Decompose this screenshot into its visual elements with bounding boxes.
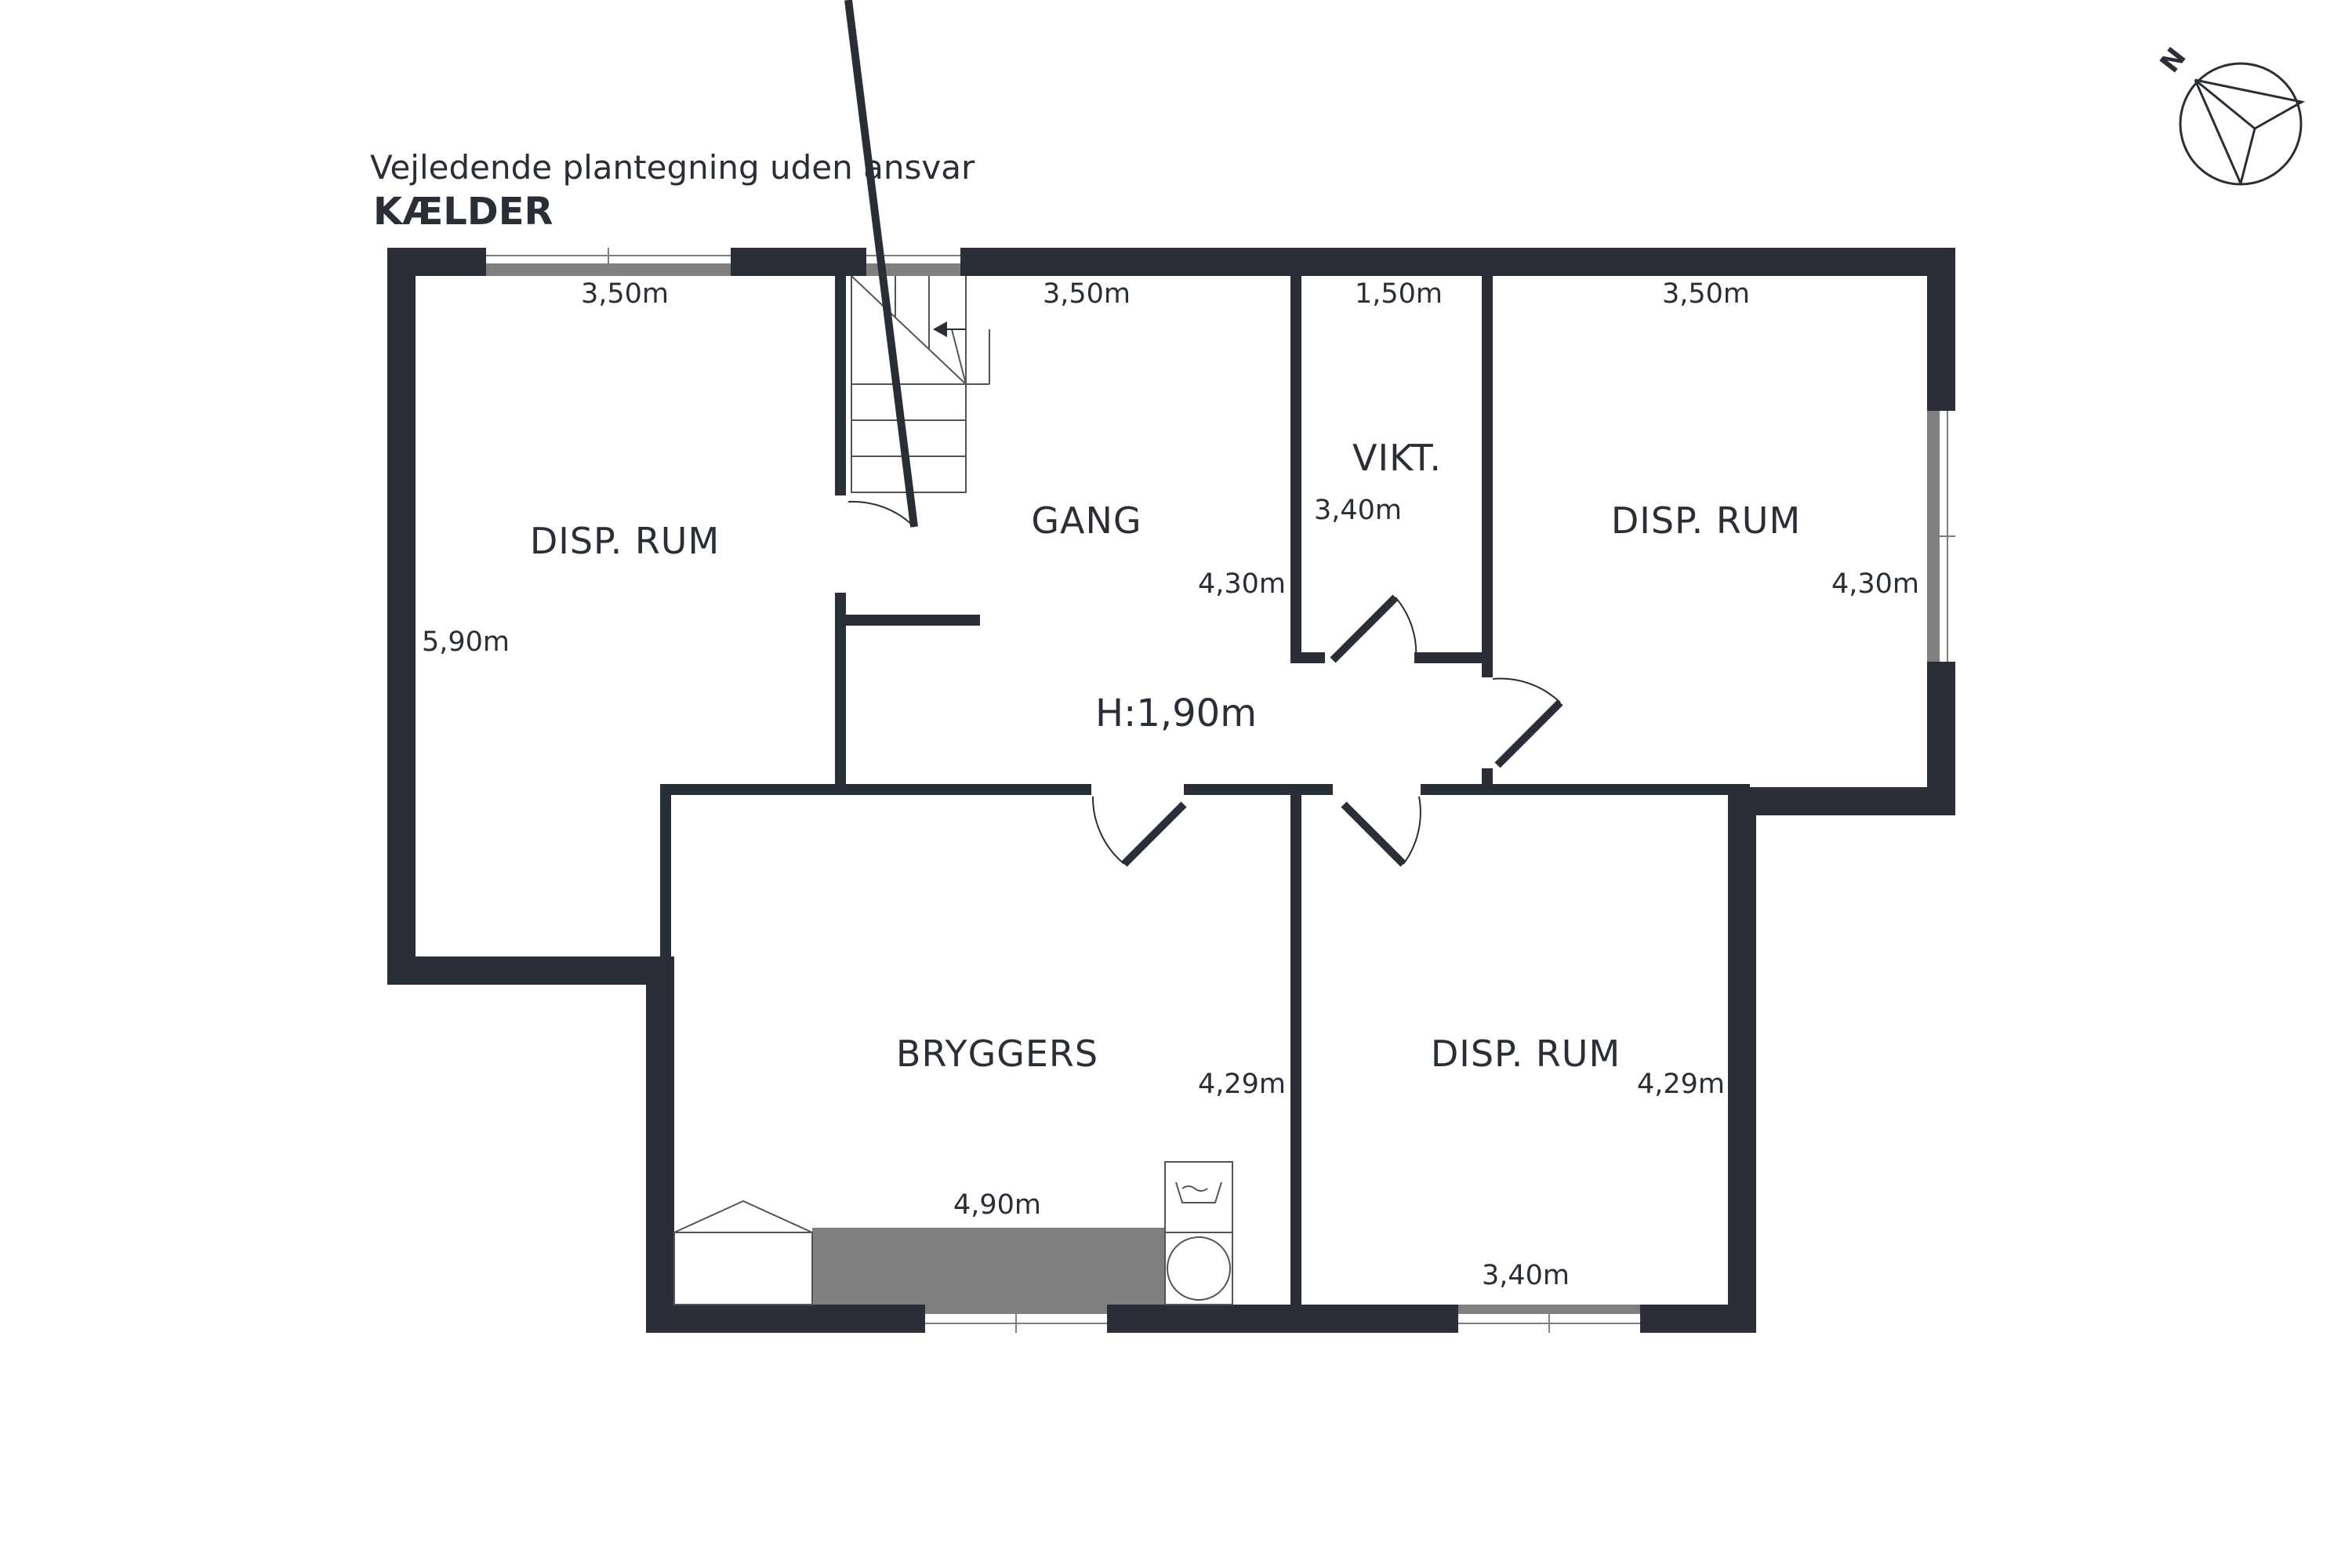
room-length-east: 4,30m xyxy=(1831,568,1919,600)
wall-bryggers-left xyxy=(646,956,674,1333)
room-name-east: DISP. RUM xyxy=(1611,499,1801,542)
room-length-bryggers: 4,29m xyxy=(1198,1069,1286,1100)
dryer-icon xyxy=(1164,1232,1233,1305)
window-south xyxy=(1458,1305,1640,1314)
wall-left xyxy=(387,248,416,985)
room-width-bryggers: 4,90m xyxy=(953,1189,1041,1221)
cabinet xyxy=(673,1232,813,1305)
door-west xyxy=(844,0,918,528)
room-name-gang: GANG xyxy=(1031,499,1142,542)
window-east xyxy=(1927,411,1940,662)
ceiling-height: H:1,90m xyxy=(1095,691,1257,735)
room-length-west: 5,90m xyxy=(422,626,510,658)
room-width-south: 3,40m xyxy=(1482,1260,1570,1291)
room-width-east: 3,50m xyxy=(1662,278,1750,310)
door-south xyxy=(1341,801,1406,867)
bryggers-fixtures xyxy=(673,1161,1233,1305)
room-width-gang: 3,50m xyxy=(1043,278,1131,310)
window-bryggers xyxy=(925,1305,1107,1314)
compass-needle-icon xyxy=(2194,78,2306,130)
door-bryggers xyxy=(1121,801,1187,867)
compass-north-label: N xyxy=(2154,42,2193,78)
room-length-gang: 4,30m xyxy=(1198,568,1286,600)
door-east xyxy=(1494,699,1563,768)
room-width-vikt: 1,50m xyxy=(1355,278,1443,310)
room-width-west: 3,50m xyxy=(581,278,669,310)
compass-ring-icon xyxy=(2179,62,2303,186)
doors xyxy=(844,0,1563,867)
compass: N xyxy=(2154,42,2306,186)
washing-machine-icon xyxy=(1164,1161,1233,1233)
plan-subtitle: Vejledende plantegning uden ansvar xyxy=(370,148,975,187)
wall-west-bottom xyxy=(387,956,674,985)
room-name-west: DISP. RUM xyxy=(530,520,720,562)
floor-title: KÆLDER xyxy=(373,190,553,234)
window-west xyxy=(486,263,731,276)
stair-direction-arrow-icon xyxy=(933,321,966,337)
walls xyxy=(387,248,1955,1333)
room-name-bryggers: BRYGGERS xyxy=(896,1033,1098,1075)
staircase xyxy=(851,275,990,493)
windows xyxy=(486,248,1955,1333)
room-name-south: DISP. RUM xyxy=(1431,1033,1621,1075)
room-length-vikt: 3,40m xyxy=(1314,495,1402,526)
counter xyxy=(812,1228,1165,1305)
door-vikt xyxy=(1330,594,1399,663)
window-gang xyxy=(866,263,960,276)
wall-south-right xyxy=(1728,800,1756,1333)
wall-east-step xyxy=(1728,787,1955,815)
room-name-vikt: VIKT. xyxy=(1352,437,1442,479)
room-length-south: 4,29m xyxy=(1637,1069,1725,1100)
